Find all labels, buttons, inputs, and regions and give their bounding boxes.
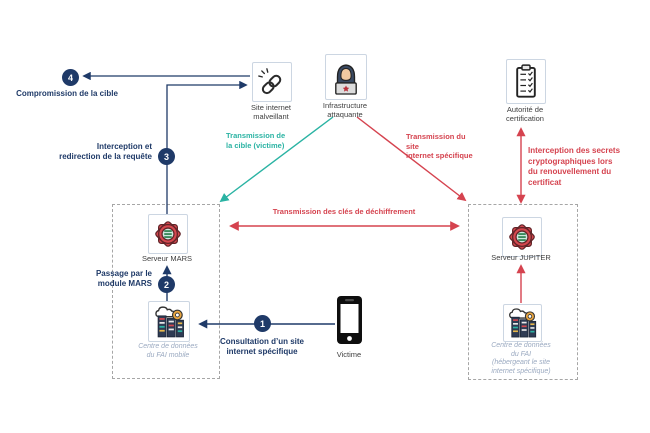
keys-transmission-label: Transmission des clés de déchiffrement: [272, 207, 416, 216]
malicious-site-label: Site internet malveillant: [250, 103, 292, 121]
jupiter-server-label: Serveur JUPITER: [491, 253, 551, 262]
cert-authority-label: Autorité de certification: [506, 105, 544, 123]
gear-icon: [155, 221, 181, 247]
step-circle-2: 2: [158, 276, 175, 293]
victim-node: [336, 295, 363, 345]
mobile-isp-datacenter-label: Centre de données du FAI mobile: [138, 343, 198, 359]
mars-isp-group-box: [112, 204, 220, 379]
mars-server-node: [148, 214, 188, 254]
isp-datacenter-label: Centre de données du FAI (hébergeant le …: [491, 342, 551, 375]
step-2-text: Passage par le module MARS: [95, 269, 152, 288]
phone-icon: [337, 296, 362, 344]
step-circle-3: 3: [158, 148, 175, 165]
step-4-text: Compromission de la cible: [16, 89, 118, 98]
site-transmission-label: Transmission du site internet spécifique: [406, 132, 473, 160]
target-transmission-label: Transmission de la cible (victime): [226, 131, 286, 150]
datacenter-icon: [154, 305, 184, 337]
hacker-icon: [335, 64, 357, 95]
malicious-site-node: [252, 62, 292, 102]
secrets-interception-label: Interception des secrets cryptographique…: [528, 146, 621, 187]
step-1-text: Consultation d’un site internet spécifiq…: [220, 337, 304, 356]
datacenter-icon: [509, 308, 537, 338]
attacker-label: Infrastructure attaquante: [322, 101, 368, 119]
step-circle-4: 4: [62, 69, 79, 86]
chain-icon: [258, 68, 282, 95]
isp-datacenter-node: [503, 304, 542, 342]
mobile-isp-datacenter-node: [148, 301, 190, 342]
attacker-node: [325, 54, 367, 100]
gear-icon: [509, 224, 535, 250]
cert-authority-node: [506, 59, 546, 104]
mars-server-label: Serveur MARS: [141, 254, 192, 263]
step-circle-1: 1: [254, 315, 271, 332]
step-3-text: Interception et redirection de la requêt…: [59, 142, 152, 161]
jupiter-server-node: [502, 217, 542, 257]
arrow-redirect-to-malicious-site: [166, 80, 248, 216]
victim-label: Victime: [336, 350, 362, 359]
jupiter-isp-group-box: [468, 204, 578, 380]
arrow-target-transmission: [219, 116, 334, 203]
clipboard-icon: [516, 64, 536, 98]
